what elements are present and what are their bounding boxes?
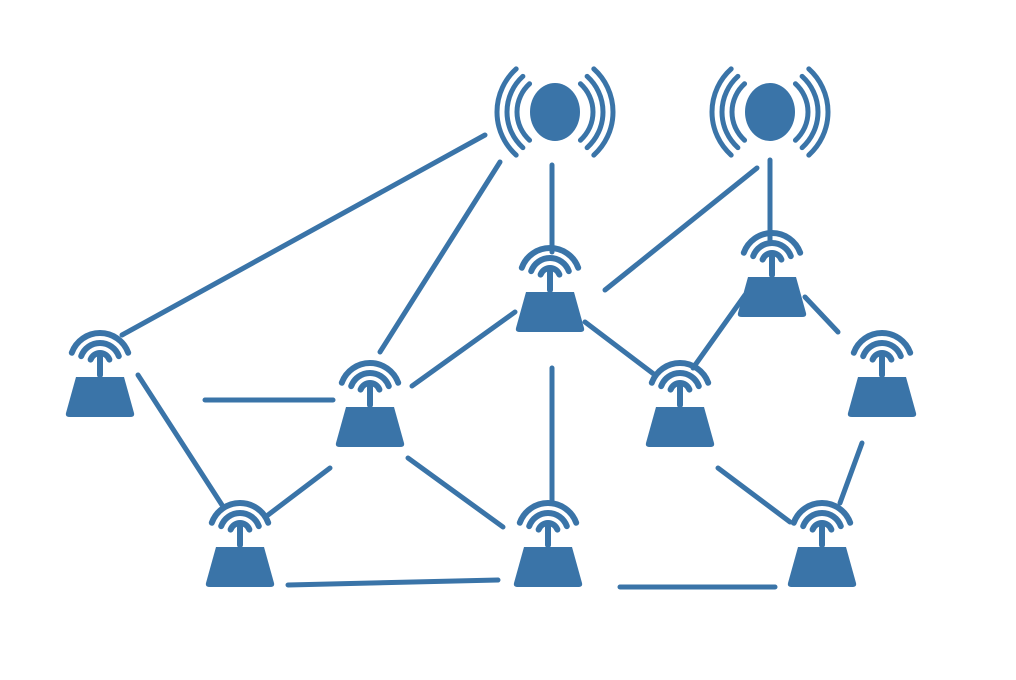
radio-wave xyxy=(514,81,533,143)
signal-arc xyxy=(526,510,570,530)
radio-wave xyxy=(709,66,734,158)
wireless-access-point-icon xyxy=(787,500,857,587)
signal-arc xyxy=(348,370,392,390)
radio-wave xyxy=(806,66,831,158)
signal-arc xyxy=(800,510,844,530)
wireless-access-point-icon xyxy=(645,360,715,447)
device-base xyxy=(65,377,135,417)
radio-wave xyxy=(504,73,526,151)
signal-arc xyxy=(658,370,702,390)
radio-wave xyxy=(792,81,811,143)
signal-arc xyxy=(528,255,572,275)
broadcast-tower-icon xyxy=(709,66,831,158)
signal-arc xyxy=(516,500,580,526)
radio-wave xyxy=(729,81,748,143)
signal-arc xyxy=(535,520,561,533)
signal-arc xyxy=(218,510,262,530)
signal-arc xyxy=(227,520,253,533)
signal-arc xyxy=(809,520,835,533)
link-g1-n2 xyxy=(377,159,503,355)
signal-arc xyxy=(667,380,693,393)
access-point-n7 xyxy=(645,360,715,447)
device-base xyxy=(787,547,857,587)
access-point-n6 xyxy=(513,500,583,587)
gateway-g1 xyxy=(494,66,616,158)
radio-wave xyxy=(799,73,821,151)
link-n7-n10 xyxy=(715,465,793,525)
link-n1-n5 xyxy=(135,372,225,508)
wireless-access-point-icon xyxy=(847,330,917,417)
gateway-core xyxy=(745,83,795,141)
wireless-access-point-icon xyxy=(737,230,807,317)
radio-wave xyxy=(591,66,616,158)
wireless-access-point-icon xyxy=(205,500,275,587)
signal-arc xyxy=(208,500,272,526)
access-point-n3 xyxy=(515,245,585,332)
signal-arc xyxy=(750,240,794,260)
wireless-access-point-icon xyxy=(65,330,135,417)
link-n8-n10 xyxy=(837,440,865,506)
access-point-n5 xyxy=(205,500,275,587)
wireless-access-point-icon xyxy=(515,245,585,332)
access-point-n4 xyxy=(737,230,807,317)
radio-wave xyxy=(577,81,596,143)
signal-arc xyxy=(537,265,563,278)
link-n2-n5 xyxy=(265,465,333,518)
link-n2-n3 xyxy=(409,309,518,389)
access-point-n8 xyxy=(847,330,917,417)
signal-arc xyxy=(68,330,132,356)
radio-wave xyxy=(584,73,606,151)
device-base xyxy=(513,547,583,587)
access-point-n2 xyxy=(335,360,405,447)
device-base xyxy=(737,277,807,317)
gateway-g2 xyxy=(709,66,831,158)
link-n4-n7 xyxy=(690,292,748,371)
device-base xyxy=(847,377,917,417)
signal-arc xyxy=(850,330,914,356)
radio-wave xyxy=(719,73,741,151)
link-n4-n8 xyxy=(802,294,841,335)
link-g1-n1 xyxy=(119,132,488,338)
signal-arc xyxy=(338,360,402,386)
link-n2-n6 xyxy=(405,455,506,530)
access-point-n10 xyxy=(787,500,857,587)
signal-arc xyxy=(78,340,122,360)
signal-arc xyxy=(518,245,582,271)
link-g2-n3 xyxy=(602,165,760,293)
signal-arc xyxy=(740,230,804,256)
device-base xyxy=(645,407,715,447)
device-base xyxy=(205,547,275,587)
link-n3-n7 xyxy=(582,319,658,378)
link-n5-n6 xyxy=(285,577,501,588)
wireless-access-point-icon xyxy=(513,500,583,587)
signal-arc xyxy=(869,350,895,363)
wireless-access-point-icon xyxy=(335,360,405,447)
signal-arc xyxy=(860,340,904,360)
nodes-layer xyxy=(65,66,917,587)
signal-arc xyxy=(357,380,383,393)
access-point-n1 xyxy=(65,330,135,417)
device-base xyxy=(335,407,405,447)
signal-arc xyxy=(759,250,785,263)
radio-wave xyxy=(494,66,519,158)
links-layer xyxy=(119,132,865,590)
signal-arc xyxy=(648,360,712,386)
signal-arc xyxy=(87,350,113,363)
gateway-core xyxy=(530,83,580,141)
device-base xyxy=(515,292,585,332)
broadcast-tower-icon xyxy=(494,66,616,158)
signal-arc xyxy=(790,500,854,526)
